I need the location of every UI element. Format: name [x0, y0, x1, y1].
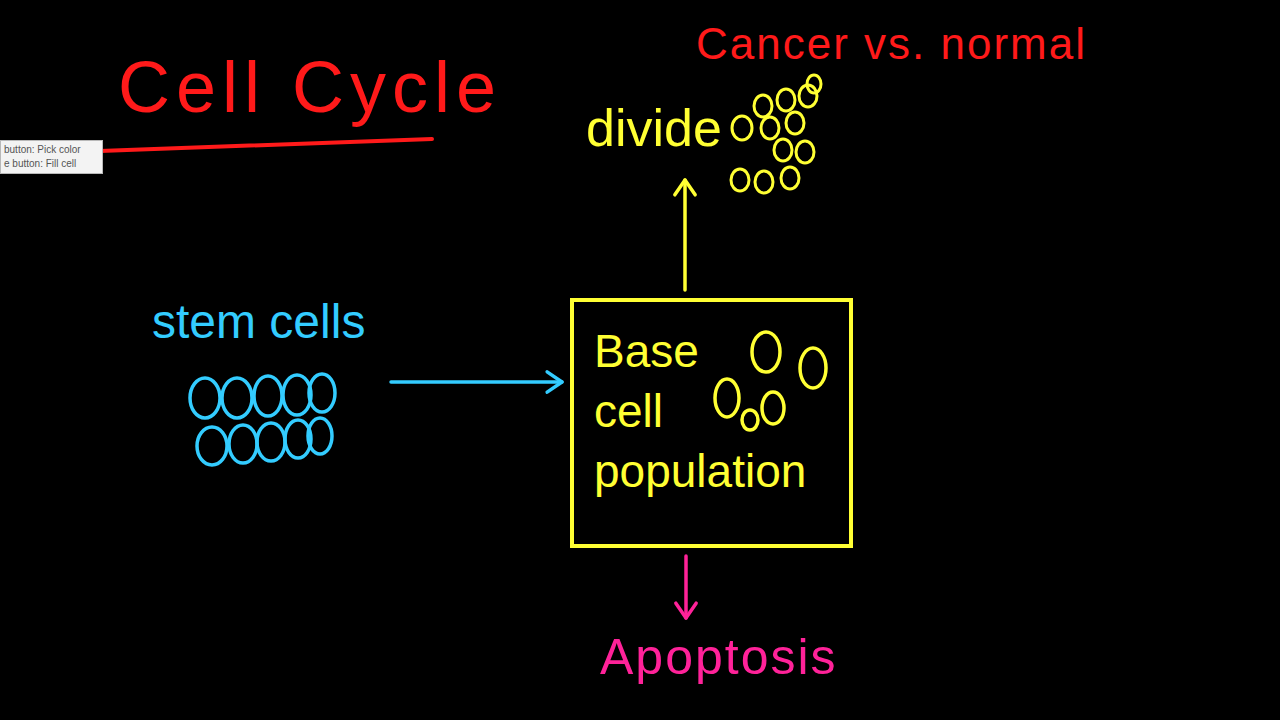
stem-cell-circles	[190, 374, 335, 465]
source-group: stem cells	[148, 292, 383, 472]
tooltip-text: e button: Fill cell	[4, 157, 99, 171]
population-box: Base cell population	[570, 298, 853, 548]
connector-arrow	[676, 556, 696, 618]
cell-cluster	[731, 75, 821, 193]
connector-arrow	[675, 180, 695, 290]
tooltip: button: Pick colore button: Fill cell	[0, 140, 103, 174]
outcome-label: divide	[582, 96, 736, 172]
outcome-label: Apoptosis	[596, 626, 852, 699]
title-underline	[100, 139, 432, 151]
node-text: divide	[586, 100, 732, 157]
comparison-note: Cancer vs. normal	[696, 20, 1087, 68]
node-text: Base cell population	[594, 322, 814, 501]
population-circles	[715, 332, 826, 430]
node-text: stem cells	[152, 296, 379, 349]
diagram-title: Cell Cycle	[118, 48, 502, 127]
node-text: Apoptosis	[600, 630, 848, 685]
connector-arrow	[391, 372, 562, 392]
tooltip-text: button: Pick color	[4, 143, 99, 157]
